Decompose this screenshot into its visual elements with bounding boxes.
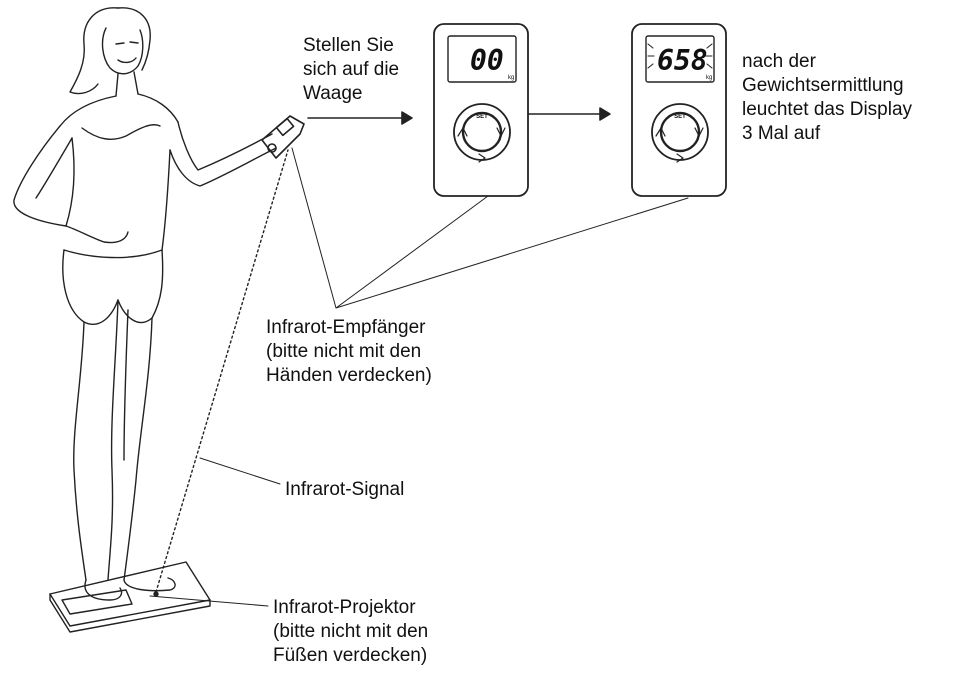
receiver-label-line: Infrarot-Empfänger xyxy=(266,317,426,338)
set-button-result: SET xyxy=(674,114,686,120)
arrow-to-scale xyxy=(307,111,413,125)
projector-label-line: (bitte nicht mit den xyxy=(273,621,429,642)
signal-leader-line xyxy=(199,457,281,485)
instruction-line: sich auf die xyxy=(303,59,400,80)
after-weighing-line: nach der xyxy=(742,51,816,72)
projector-label: Infrarot-Projektor (bitte nicht mit den … xyxy=(273,596,428,668)
projector-label-line: Infrarot-Projektor xyxy=(273,597,416,618)
display-value-result: 658 xyxy=(657,44,708,77)
receiver-label-line: Händen verdecken) xyxy=(266,365,432,386)
projector-leader-line xyxy=(149,595,269,607)
after-weighing-line: leuchtet das Display xyxy=(742,99,913,120)
after-weighing-text: nach der Gewichtsermittlung leuchtet das… xyxy=(742,50,912,146)
infrared-signal-beam xyxy=(155,149,289,593)
woman-figure xyxy=(13,7,277,601)
display-unit-start-kg: kg xyxy=(508,75,514,81)
signal-label-line: Infrarot-Signal xyxy=(285,479,405,500)
receiver-leader-lines xyxy=(291,147,689,309)
display-value-start: 00 xyxy=(470,44,504,77)
set-button-start: SET xyxy=(476,114,488,120)
receiver-label-line: (bitte nicht mit den xyxy=(266,341,422,362)
instruction-line: Waage xyxy=(303,83,363,104)
instruction-line: Stellen Sie xyxy=(303,35,394,56)
display-unit-start xyxy=(433,23,529,197)
handheld-display xyxy=(261,115,305,159)
instruction-text: Stellen Sie sich auf die Waage xyxy=(303,34,399,106)
arrow-to-result xyxy=(527,107,611,121)
signal-label: Infrarot-Signal xyxy=(285,478,404,502)
receiver-label: Infrarot-Empfänger (bitte nicht mit den … xyxy=(266,316,432,388)
after-weighing-line: 3 Mal auf xyxy=(742,123,821,144)
display-unit-result-kg: kg xyxy=(706,75,712,81)
display-unit-result xyxy=(631,23,727,197)
after-weighing-line: Gewichtsermittlung xyxy=(742,75,904,96)
projector-label-line: Füßen verdecken) xyxy=(273,645,428,666)
blink-rays xyxy=(647,43,713,69)
scale-platform xyxy=(49,561,211,633)
